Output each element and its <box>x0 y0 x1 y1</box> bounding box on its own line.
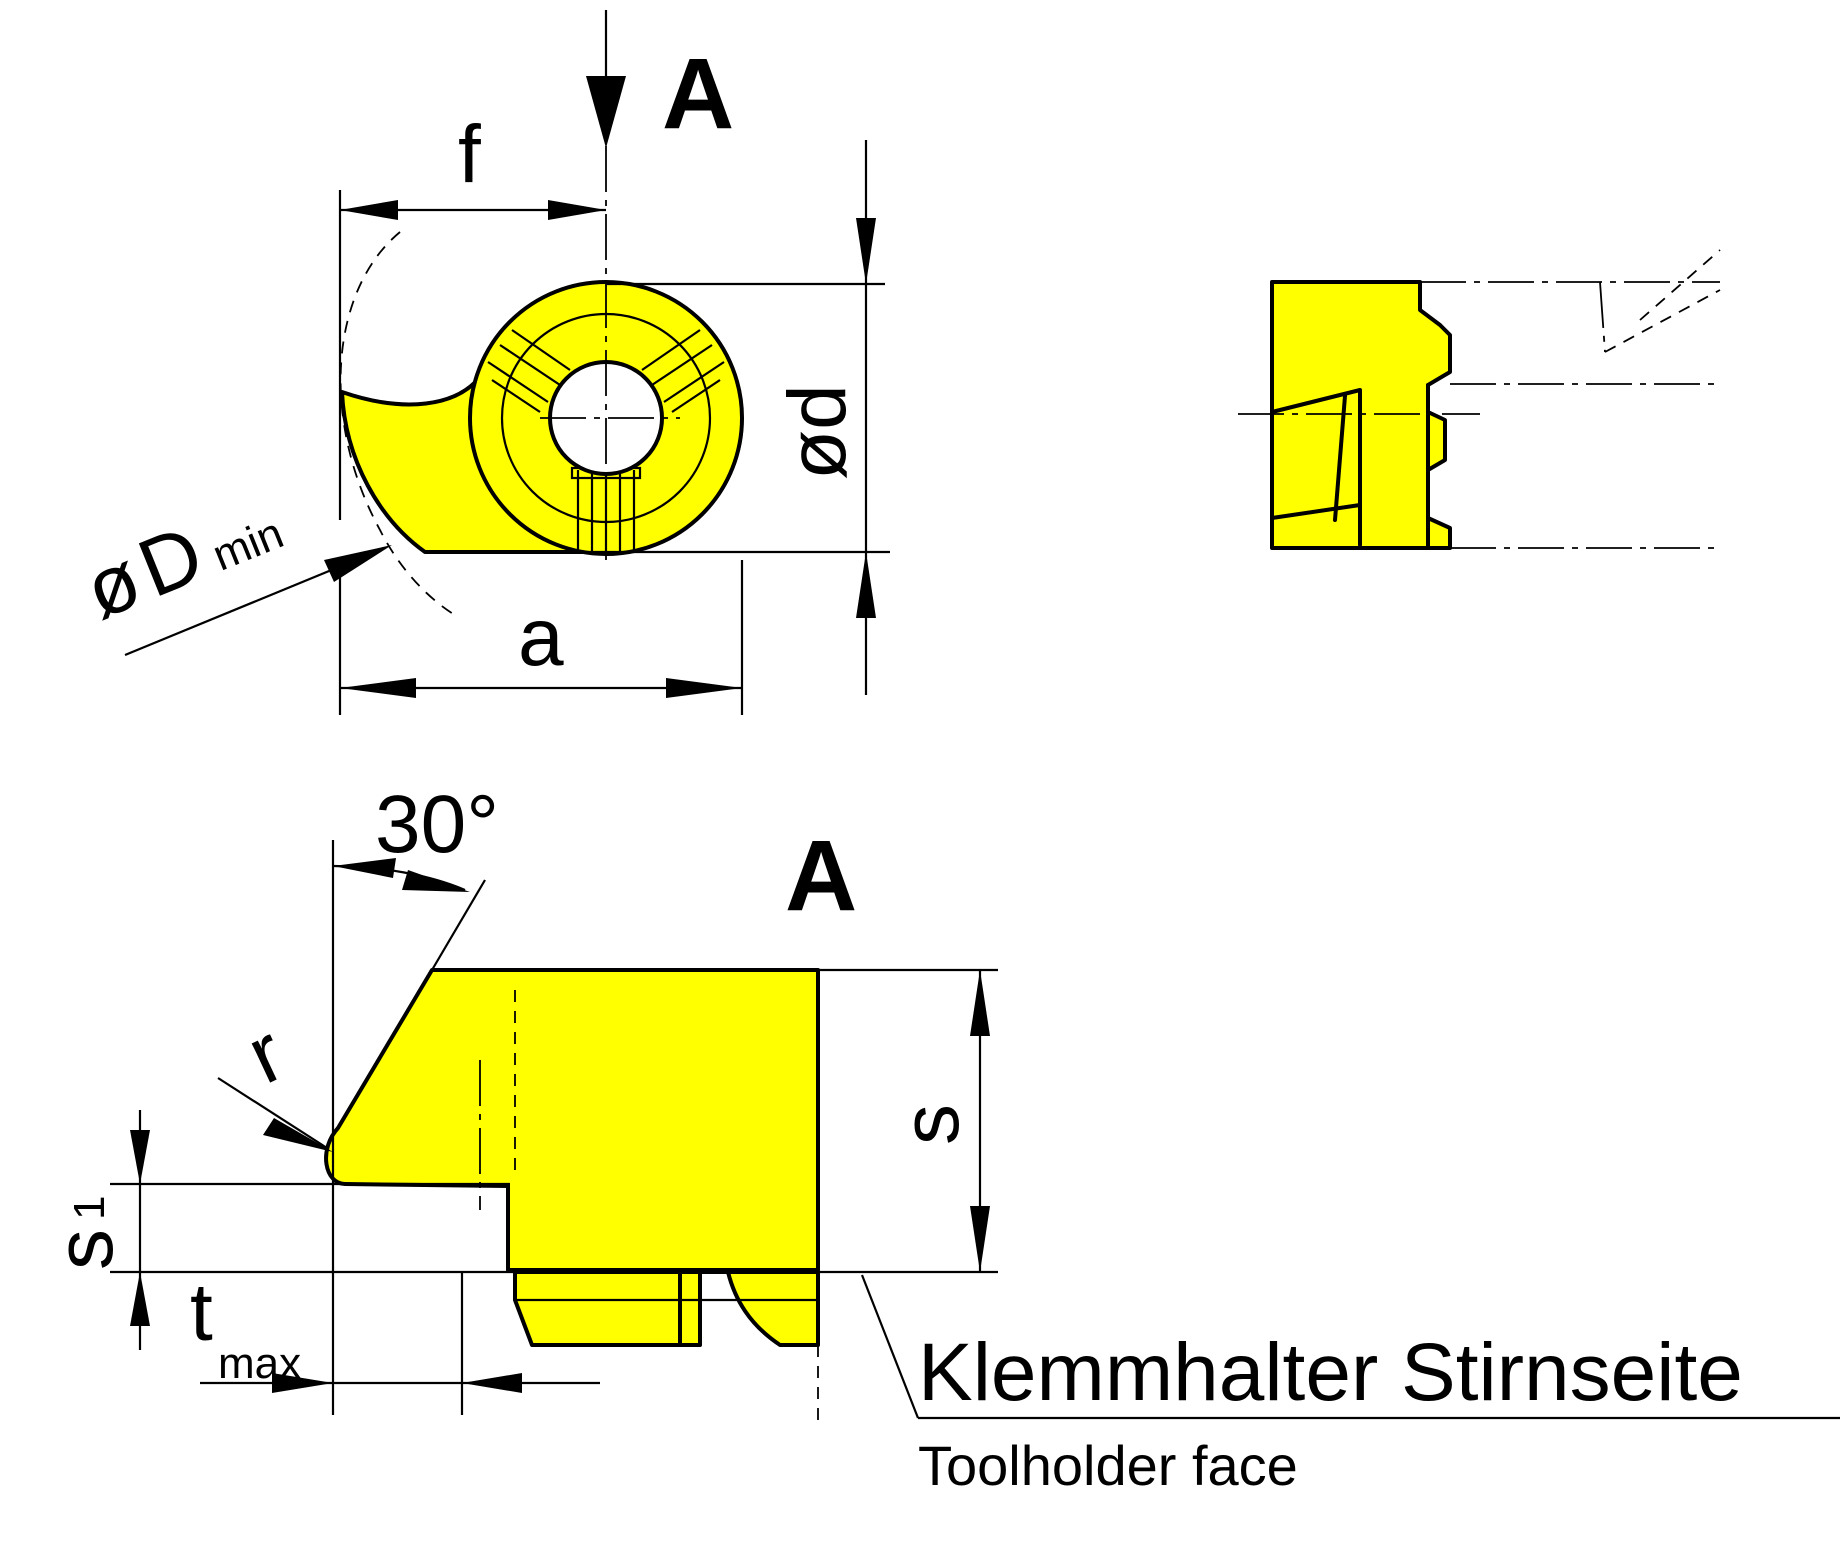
dim-r-label: r <box>234 1007 297 1101</box>
dim-s1-subscript: 1 <box>65 1196 114 1220</box>
view-marker-a-top: A <box>662 38 734 150</box>
side-view-dimensions: A 30° r s s 1 t max <box>39 779 1840 1497</box>
note-primary: Klemmhalter Stirnseite <box>918 1327 1743 1418</box>
dim-d-label: ød <box>772 384 863 480</box>
note-secondary: Toolholder face <box>918 1434 1298 1497</box>
d-min-arc <box>339 231 456 616</box>
dim-f-label: f <box>458 109 481 200</box>
top-view <box>339 10 744 616</box>
dim-angle-label: 30° <box>375 779 499 870</box>
dim-tmax-letter: t <box>190 1267 213 1358</box>
insert-side-lower <box>513 1270 820 1347</box>
insert-side-body <box>324 968 820 1272</box>
dim-tmax-subscript: max <box>218 1339 301 1388</box>
side-view <box>324 968 820 1420</box>
dim-s1-letter: s <box>39 1229 130 1270</box>
end-view <box>1238 249 1721 550</box>
dim-a-label: a <box>518 592 564 683</box>
dim-dmin-subscript: min <box>206 509 290 581</box>
view-marker-a-side: A <box>785 820 857 932</box>
dim-s-label: s <box>885 1104 976 1145</box>
